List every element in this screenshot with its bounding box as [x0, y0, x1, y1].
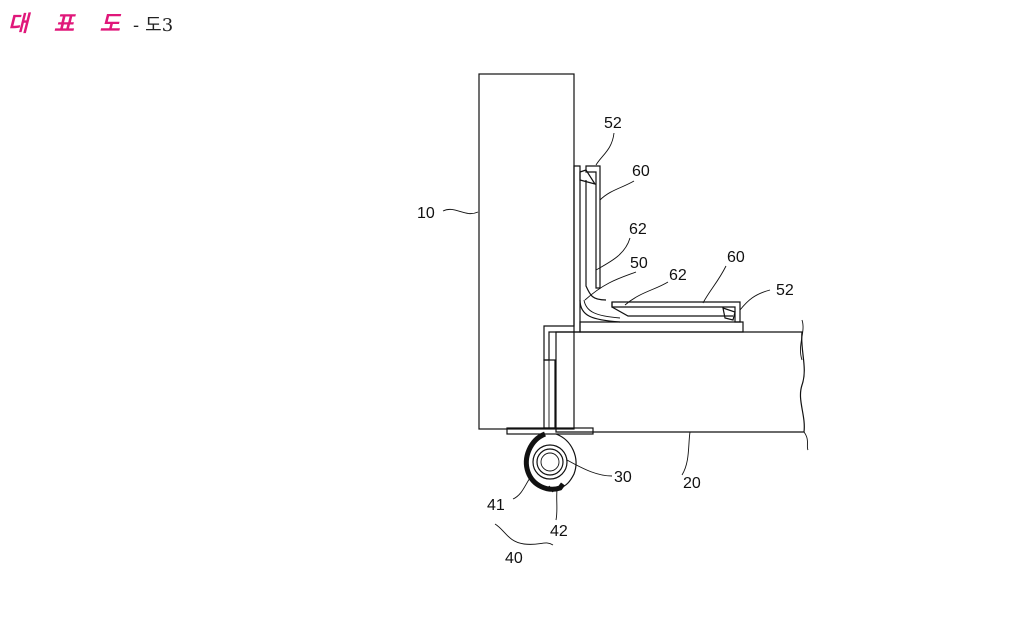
part-50-bracket: [507, 166, 743, 434]
part-20-panel: [556, 320, 808, 450]
label-52-right: 52: [776, 282, 794, 299]
label-52-top: 52: [604, 115, 622, 132]
part-10-panel: [479, 74, 574, 429]
part-30-hinge-pin: [537, 449, 563, 475]
label-60-right: 60: [727, 249, 745, 266]
part-40-hinge-knuckle: [526, 434, 576, 492]
label-62-top: 62: [629, 221, 647, 238]
label-42: 42: [550, 523, 568, 540]
reference-numerals: 10 52 60 62 50 62 60 52 30 20 41 42 40: [417, 115, 794, 567]
label-60-top: 60: [632, 163, 650, 180]
label-20: 20: [683, 475, 701, 492]
label-41: 41: [487, 497, 505, 514]
label-50: 50: [630, 255, 648, 272]
part-60-horizontal-cover: [612, 302, 740, 322]
leader-lines: [443, 133, 770, 545]
label-30: 30: [614, 469, 632, 486]
label-10: 10: [417, 205, 435, 222]
label-40: 40: [505, 550, 523, 567]
label-62-mid: 62: [669, 267, 687, 284]
